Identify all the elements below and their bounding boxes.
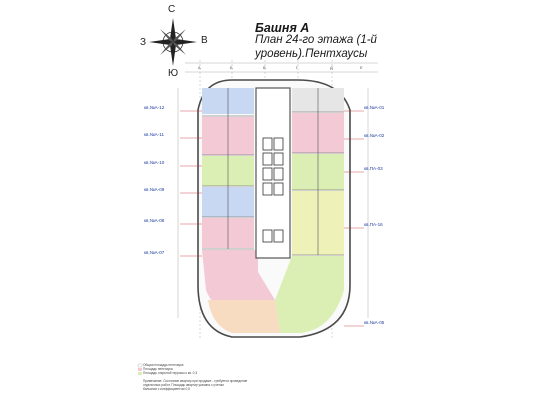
leader-lines [180, 110, 364, 327]
compass-east-label: В [201, 35, 208, 46]
apartment-labels-left: кв.№А-12 кв.№А-11 кв.№А-10 кв.№А-09 кв.№… [144, 105, 165, 255]
plan-title-tower: Башня А [255, 21, 310, 35]
legend-total-area: Общая площадь пентхауса [143, 363, 184, 367]
note-line: Примечание: Состояние квартир при продаж… [143, 379, 248, 383]
legend-swatches [137, 363, 143, 375]
apartment-labels-right: кв.№А-01 кв.№А-02 кв.ПА-03 кв.ПА-16 кв.№… [364, 105, 385, 325]
compass-rose-icon [149, 18, 197, 66]
grid-letter: Б [230, 65, 233, 70]
legend-penthouse-area: Площадь пентхауса [143, 367, 173, 371]
grid-letter: Д [330, 65, 333, 70]
label-a01: кв.№А-01 [364, 105, 385, 110]
label-pa16: кв.ПА-16 [364, 222, 383, 227]
label-pa03: кв.ПА-03 [364, 166, 383, 171]
grid-letter: В [263, 65, 266, 70]
label-a05: кв.№А-05 [364, 320, 385, 325]
grid-letter: Е [360, 65, 363, 70]
grid-letter: Г [296, 65, 299, 70]
apt-zone-a06 [208, 300, 280, 333]
note-line: отделочных работ. Площадь квартир указан… [143, 383, 224, 387]
grid-letter: А [198, 65, 201, 70]
label-a08: кв.№А-08 [144, 218, 165, 223]
plan-title-penthouses: уровень).Пентхаусы [255, 48, 368, 60]
note-line: балконов с коэффициентом 0,5 [143, 387, 190, 391]
label-a10: кв.№А-10 [144, 160, 165, 165]
label-a12: кв.№А-12 [144, 105, 165, 110]
compass-south-label: Ю [168, 68, 179, 79]
central-core [255, 87, 291, 259]
interior-walls [202, 88, 344, 256]
label-a11: кв.№А-11 [144, 132, 164, 137]
compass-north-label: С [168, 4, 176, 15]
label-a07: кв.№А-07 [144, 250, 165, 255]
legend-terrace-area: Площадь открытой террасы к кв. 0,3 [143, 371, 198, 375]
label-a09: кв.№А-09 [144, 187, 165, 192]
label-a02: кв.№А-02 [364, 133, 385, 138]
grid-letters: А Б В Г Д Е [198, 65, 363, 70]
plan-title-floor: План 24-го этажа (1-й [255, 34, 377, 46]
apt-zone-a05 [275, 256, 344, 333]
elevator-shafts [262, 137, 284, 243]
compass-west-label: З [140, 37, 147, 48]
